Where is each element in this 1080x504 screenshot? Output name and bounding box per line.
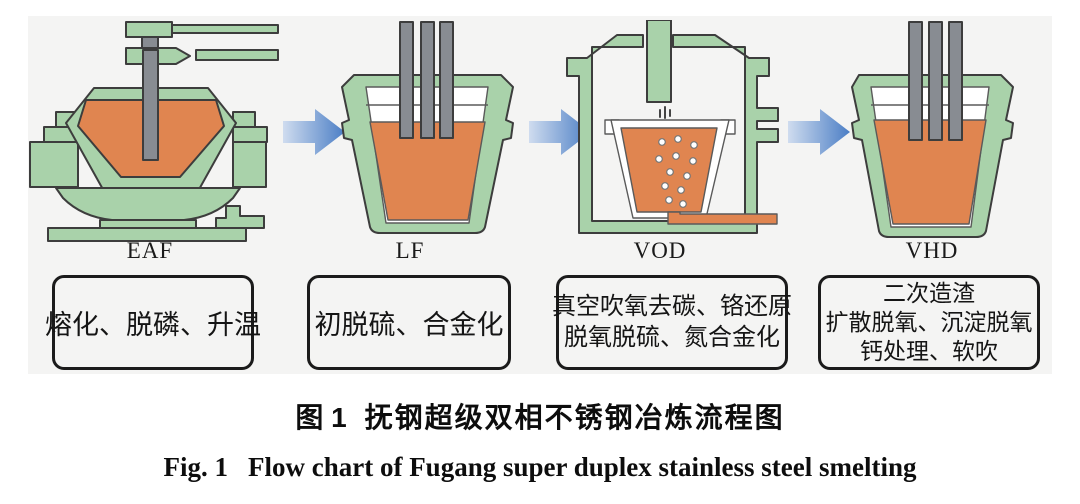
eaf-furnace-icon (29, 21, 279, 242)
gas-bubbles-icon (655, 135, 698, 208)
process-step-text: 扩散脱氧、沉淀脱氧 (825, 310, 1033, 335)
figure-caption-en: Fig. 1 Flow chart of Fugang super duplex … (0, 452, 1080, 483)
figure-number-zh: 图 1 (295, 402, 347, 433)
process-step-text: 脱氧脱硫、氮合金化 (564, 324, 780, 351)
vod-vessel-icon (566, 20, 779, 234)
stage-label-vod: VOD (633, 238, 687, 263)
stage-label-eaf: EAF (126, 238, 174, 263)
stage-label-vhd: VHD (905, 238, 959, 263)
process-step-text: 真空吹氧去碳、铬还原 (552, 293, 792, 320)
figure-number-en: Fig. 1 (163, 452, 228, 482)
flow-arrow-icon (788, 109, 850, 155)
lf-ladle-icon (341, 21, 514, 234)
vhd-ladle-icon (851, 21, 1014, 238)
figure-title-zh: 抚钢超级双相不锈钢冶炼流程图 (364, 402, 785, 433)
process-box-eaf: 熔化、脱磷、升温 (45, 275, 261, 370)
flow-arrow-icon (529, 109, 591, 155)
process-box-lf: 初脱硫、合金化 (307, 275, 511, 370)
process-box-vhd: 二次造渣 扩散脱氧、沉淀脱氧 钙处理、软吹 (818, 275, 1040, 370)
process-step-text: 熔化、脱磷、升温 (45, 310, 261, 340)
process-step-text: 钙处理、软吹 (860, 339, 998, 364)
process-box-vod: 真空吹氧去碳、铬还原 脱氧脱硫、氮合金化 (552, 275, 792, 370)
vapor-ticks-icon (659, 106, 671, 119)
figure-caption-zh: 图 1 抚钢超级双相不锈钢冶炼流程图 (0, 396, 1080, 436)
process-step-text: 初脱硫、合金化 (314, 310, 504, 340)
stage-label-lf: LF (395, 238, 425, 263)
process-step-text: 二次造渣 (883, 281, 975, 306)
figure-title-en: Flow chart of Fugang super duplex stainl… (247, 452, 917, 482)
flow-arrow-icon (283, 109, 345, 155)
